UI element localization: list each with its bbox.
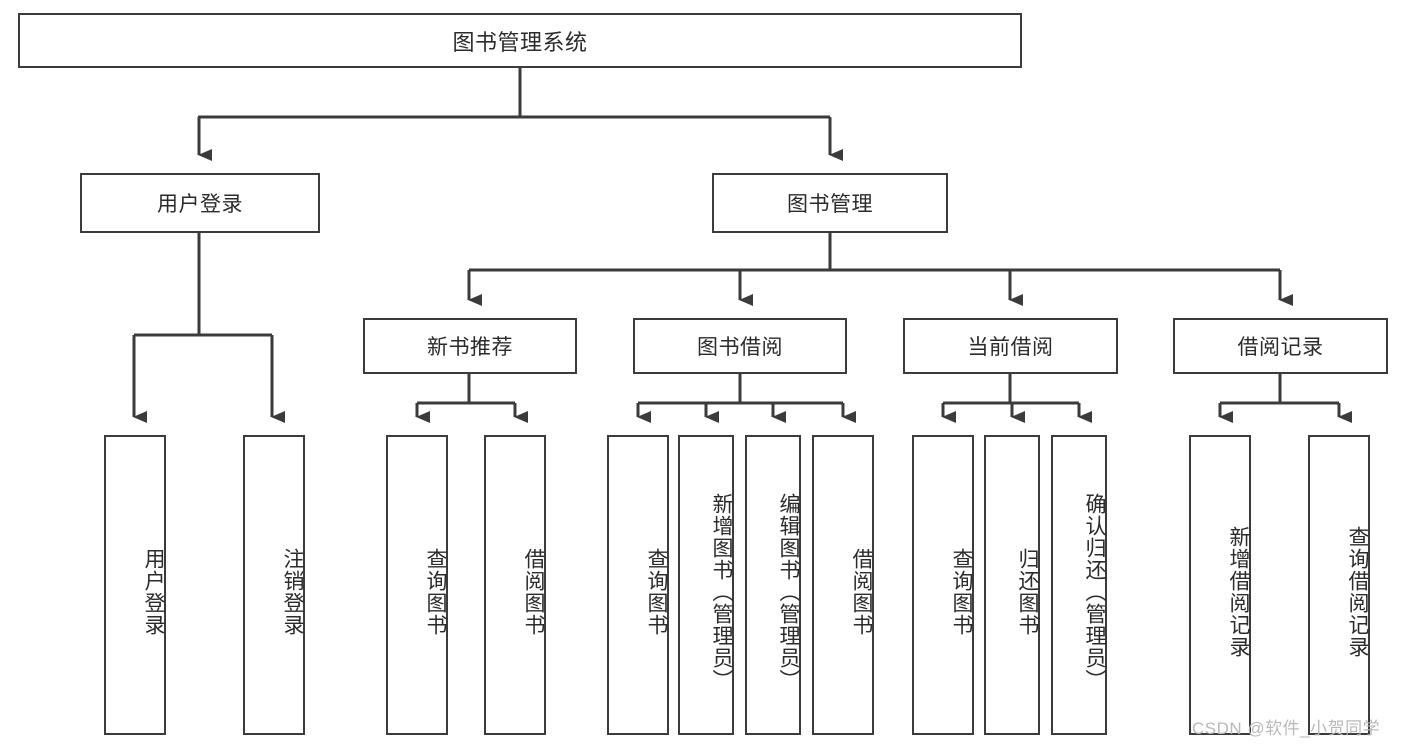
leaf-user-login[interactable]: 用户登录	[104, 435, 166, 735]
csdn-watermark: CSDN @软件_小贺同学	[1192, 719, 1381, 738]
leaf-logout[interactable]: 注销登录	[243, 435, 305, 735]
leaf-add-book-admin[interactable]: 新增图书（管理员）	[678, 435, 734, 735]
leaf-edit-book-admin[interactable]: 编辑图书（管理员）	[745, 435, 801, 735]
node-new-book-recommend[interactable]: 新书推荐	[363, 318, 577, 374]
node-label: 新增借阅记录	[1227, 526, 1250, 658]
node-book-management[interactable]: 图书管理	[712, 173, 948, 233]
node-label: 借阅图书	[522, 548, 545, 636]
node-label: 确认归还（管理员）	[1083, 493, 1106, 691]
node-label: 查询图书	[645, 548, 668, 636]
node-root[interactable]: 图书管理系统	[18, 13, 1022, 68]
node-current-borrow[interactable]: 当前借阅	[903, 318, 1118, 374]
node-label: 注销登录	[281, 548, 304, 636]
node-label: 图书管理系统	[452, 29, 588, 55]
node-book-borrow[interactable]: 图书借阅	[633, 318, 847, 374]
leaf-borrow-book[interactable]: 借阅图书	[812, 435, 874, 735]
node-label: 新增图书（管理员）	[710, 493, 733, 691]
node-label: 查询图书	[950, 548, 973, 636]
node-user-login[interactable]: 用户登录	[80, 173, 320, 233]
leaf-query-book-borrow[interactable]: 查询图书	[607, 435, 669, 735]
leaf-return-book[interactable]: 归还图书	[984, 435, 1040, 735]
leaf-add-borrow-record[interactable]: 新增借阅记录	[1189, 435, 1251, 735]
node-label: 查询借阅记录	[1346, 526, 1369, 658]
leaf-query-book-current[interactable]: 查询图书	[912, 435, 974, 735]
node-label: 借阅记录	[1237, 336, 1324, 359]
leaf-borrow-book-recommend[interactable]: 借阅图书	[484, 435, 546, 735]
node-label: 新书推荐	[427, 336, 513, 359]
node-label: 图书借阅	[697, 336, 783, 359]
node-label: 用户登录	[142, 548, 165, 636]
leaf-query-borrow-record[interactable]: 查询借阅记录	[1308, 435, 1370, 735]
node-borrow-record[interactable]: 借阅记录	[1173, 318, 1388, 374]
node-label: 用户登录	[157, 193, 243, 216]
node-label: 归还图书	[1016, 548, 1039, 636]
node-label: 编辑图书（管理员）	[777, 493, 800, 691]
node-label: 当前借阅	[967, 336, 1054, 359]
node-label: 图书管理	[787, 193, 873, 216]
leaf-confirm-return-admin[interactable]: 确认归还（管理员）	[1051, 435, 1107, 735]
leaf-query-book-recommend[interactable]: 查询图书	[386, 435, 448, 735]
node-label: 借阅图书	[850, 548, 873, 636]
node-label: 查询图书	[424, 548, 447, 636]
